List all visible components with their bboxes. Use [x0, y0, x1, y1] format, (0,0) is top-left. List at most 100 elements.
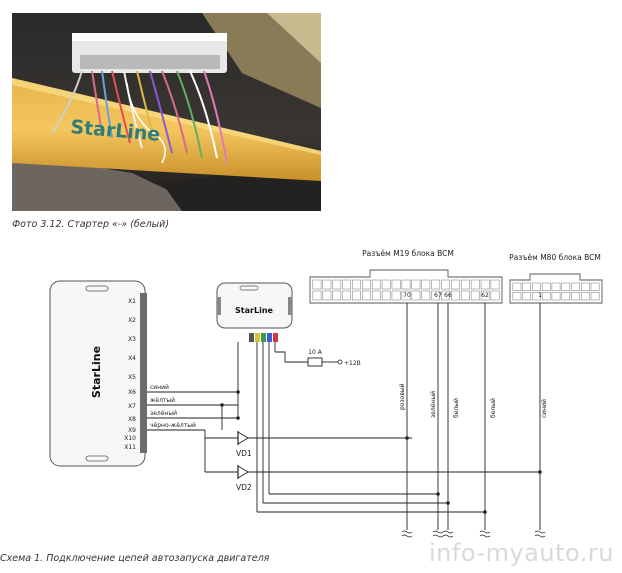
m19-pin-62: 62 [481, 292, 489, 299]
connector-m80: Разъём M80 блока BCM 1 [509, 253, 603, 304]
wire-label-cherno-zhyoltyj: чёрно-жёлтый [150, 422, 196, 429]
wire-label-sinij: синий [150, 384, 169, 391]
starter-module-logo: StarLine [235, 306, 273, 315]
wire-label-belyj-66: белый [453, 398, 460, 418]
connector-cell [590, 282, 600, 291]
connector-cell [541, 292, 551, 301]
wire-break [534, 534, 546, 538]
connector-cell [571, 292, 580, 301]
connector-cell [312, 290, 322, 301]
fuse-rating: 10 A [308, 349, 323, 356]
connector-label-x6: X6 [128, 389, 136, 396]
wire-break [479, 534, 491, 538]
wire-break [432, 530, 444, 534]
connector-cell [522, 282, 532, 291]
connector-cell [421, 279, 431, 290]
m80-title: Разъём M80 блока BCM [509, 253, 601, 262]
connector-cell [551, 282, 561, 291]
connector-cell [401, 290, 411, 301]
connector-label-x11: X11 [124, 444, 136, 451]
m19-pin-70: 70 [403, 292, 411, 299]
m19-title: Разъём M19 блока BCM [362, 249, 454, 258]
wire-break [442, 530, 454, 534]
connector-m19: Разъём M19 блока BCM 70 67 66 62 [309, 249, 503, 304]
connector-cell [561, 282, 571, 291]
connector-cell [431, 279, 441, 290]
wire-break [401, 534, 413, 538]
connector-cell [322, 279, 332, 290]
diagram-caption: Схема 1. Подключение цепей автозапуска д… [0, 553, 270, 564]
connector-cell [532, 292, 541, 301]
connector-label-x7: X7 [128, 403, 136, 410]
connector-cell [480, 290, 490, 301]
connector-cell [490, 279, 500, 290]
main-unit-logo: StarLine [90, 346, 103, 398]
connector-cell [421, 290, 431, 301]
connector-cell [490, 290, 500, 301]
connector-cell [411, 290, 421, 301]
photo-image: StarLine [12, 13, 321, 211]
connector-cell [590, 292, 600, 301]
connector-label-x10: X10 [124, 435, 136, 442]
connector-cell [391, 279, 401, 290]
connector-label-x9: X9 [128, 427, 136, 434]
connector-label-x8: X8 [128, 416, 136, 423]
connector-cell [460, 290, 470, 301]
wire-label-belyj-62: белый [490, 398, 497, 418]
wire-label-zelyonyj-bcm: зелёный [430, 391, 437, 418]
wire-label-zhyoltyj: жёлтый [150, 397, 175, 404]
connector-cell [480, 279, 490, 290]
connector-label-x3: X3 [128, 336, 136, 343]
connector-cell [332, 290, 342, 301]
connector-cell [541, 282, 551, 291]
connector-cell [312, 279, 322, 290]
connector-cell [342, 279, 352, 290]
wire-label-sinij-bcm: синий [541, 399, 548, 418]
diode-vd2 [237, 465, 249, 479]
wire-break-symbols [401, 530, 546, 538]
connector-cell [512, 282, 522, 291]
connector-cell [381, 279, 391, 290]
connector-cell [352, 290, 361, 301]
connector-cell [371, 279, 381, 290]
photo-starter-wire: StarLine [12, 13, 321, 211]
connector-label-x4: X4 [128, 355, 136, 362]
m19-pin-66: 66 [444, 292, 452, 299]
watermark: info-myauto.ru [429, 539, 614, 567]
wire-break [401, 530, 413, 534]
connector-cell [580, 282, 590, 291]
wire-label-zelyonyj: зелёный [150, 410, 177, 417]
connector-cell [571, 282, 580, 291]
connector-cell [551, 292, 561, 301]
wire-break [442, 534, 454, 538]
connector-cell [451, 279, 460, 290]
m80-pin-1: 1 [538, 292, 542, 299]
connector-cell [460, 279, 470, 290]
connector-cell [362, 279, 371, 290]
connector-cell [532, 282, 541, 291]
wire-break [479, 530, 491, 534]
connector-cell [322, 290, 332, 301]
connector-cell [362, 290, 371, 301]
wire-label-rozovyj: розовый [399, 383, 406, 410]
connector-cell [431, 290, 441, 301]
fuse [307, 357, 323, 367]
diode-vd1 [237, 431, 249, 445]
connector-cell [451, 290, 460, 301]
connector-cell [512, 292, 522, 301]
connector-cell [522, 292, 532, 301]
connector-cell [441, 290, 450, 301]
connector-cell [371, 290, 381, 301]
connector-cell [401, 279, 411, 290]
connector-label-x1: X1 [128, 298, 136, 305]
supply-label: +12В [344, 360, 361, 367]
connector-cell [411, 279, 421, 290]
connector-cell [391, 290, 401, 301]
connector-cell [441, 279, 450, 290]
connector-cell [332, 279, 342, 290]
connector-cell [580, 292, 590, 301]
connector-cell [561, 292, 571, 301]
connector-cell [470, 290, 480, 301]
